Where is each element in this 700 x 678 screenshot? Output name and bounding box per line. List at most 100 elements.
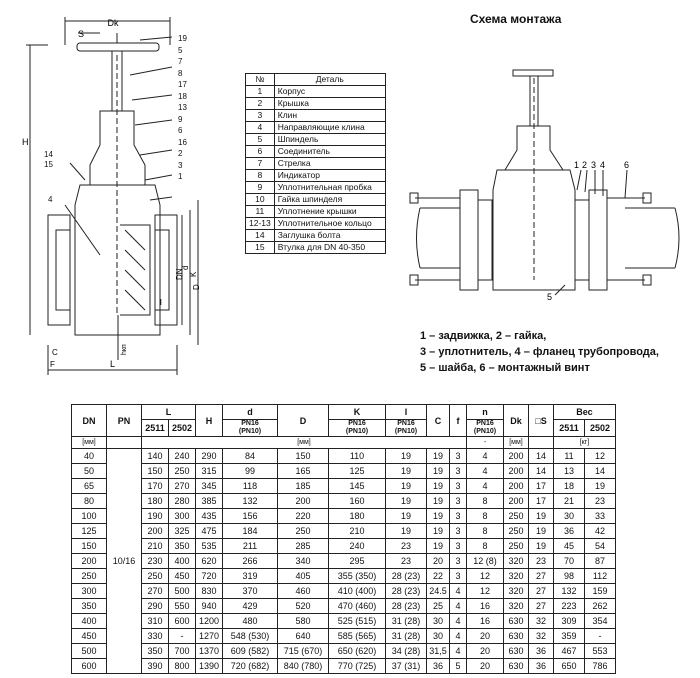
table-cell: 32 (528, 613, 554, 629)
dim-d-big: D (192, 284, 200, 290)
table-cell: 19 (385, 523, 427, 539)
table-cell: 145 (328, 478, 386, 494)
dim-dn: DN (175, 268, 184, 280)
table-cell: 3 (449, 478, 467, 494)
table-cell: 240 (168, 448, 196, 464)
table-cell: 200 (503, 463, 529, 479)
table-cell: 11 (553, 448, 585, 464)
table-cell: 31 (28) (385, 613, 427, 629)
col-s: □S (528, 404, 554, 437)
table-cell: 45 (553, 538, 585, 554)
table-cell: 520 (277, 598, 329, 614)
table-cell: 19 (385, 508, 427, 524)
table-cell: 87 (584, 553, 616, 569)
part-name: Стрелка (273, 157, 386, 170)
table-cell: 12 (466, 568, 504, 584)
install-callout-3: 3 (591, 160, 596, 170)
table-cell: 600 (71, 658, 107, 674)
table-cell: 28 (23) (385, 598, 427, 614)
table-cell: 150 (277, 448, 329, 464)
table-cell: 20 (466, 628, 504, 644)
table-cell: 400 (168, 553, 196, 569)
install-scheme-title: Схема монтажа (470, 12, 562, 26)
table-cell: 5 (449, 658, 467, 674)
col-n-sub: PN16 (PN10) (466, 419, 504, 437)
table-cell: 28 (23) (385, 583, 427, 599)
dim-f: F (50, 360, 55, 369)
dim-hkp: hкп (121, 344, 128, 355)
table-cell: - (584, 628, 616, 644)
table-cell: 4 (466, 478, 504, 494)
table-cell: 500 (168, 583, 196, 599)
table-cell: 470 (460) (328, 598, 386, 614)
table-cell: 23 (584, 493, 616, 509)
callout-number: 13 (178, 103, 187, 112)
table-cell: 36 (528, 658, 554, 674)
table-cell: 42 (584, 523, 616, 539)
table-cell: 12 (8) (466, 553, 504, 569)
install-drawing: 1 2 3 4 6 5 (409, 69, 680, 302)
table-cell: 250 (503, 538, 529, 554)
col-l-small: l (385, 404, 427, 420)
part-number: 15 (245, 241, 275, 254)
table-cell: 350 (71, 598, 107, 614)
table-cell: 99 (222, 463, 278, 479)
table-cell: 223 (553, 598, 585, 614)
table-cell: 19 (528, 508, 554, 524)
table-cell: 290 (195, 448, 223, 464)
table-cell: 31 (28) (385, 628, 427, 644)
table-cell: 180 (328, 508, 386, 524)
table-cell: 315 (195, 463, 223, 479)
install-callout-4: 4 (600, 160, 605, 170)
callout-15: 15 (44, 160, 53, 169)
table-cell: 14 (528, 463, 554, 479)
table-cell: 8 (466, 508, 504, 524)
col-d-small-sub: PN16 (PN10) (222, 419, 278, 437)
table-cell: 13 (553, 463, 585, 479)
col-l-small-sub: PN16 (PN10) (385, 419, 427, 437)
table-cell: 36 (528, 643, 554, 659)
table-cell: 700 (168, 643, 196, 659)
table-cell: 585 (565) (328, 628, 386, 644)
part-number: 9 (245, 181, 275, 194)
table-cell: 19 (426, 493, 450, 509)
table-cell: 405 (277, 568, 329, 584)
table-cell: 54 (584, 538, 616, 554)
table-cell: 12 (584, 448, 616, 464)
table-cell: 295 (328, 553, 386, 569)
table-cell: 30 (426, 613, 450, 629)
part-name: Корпус (273, 85, 386, 98)
table-cell: 320 (503, 598, 529, 614)
table-cell: 19 (426, 463, 450, 479)
table-cell: 156 (222, 508, 278, 524)
table-cell: 150 (141, 463, 169, 479)
table-cell: 185 (277, 478, 329, 494)
table-cell: 467 (553, 643, 585, 659)
part-name: Уплотнительное кольцо (273, 217, 386, 230)
table-cell: 12 (466, 583, 504, 599)
callout-number: 6 (178, 126, 183, 135)
table-cell: 262 (584, 598, 616, 614)
table-cell: 1370 (195, 643, 223, 659)
table-cell: 355 (350) (328, 568, 386, 584)
table-cell: 500 (71, 643, 107, 659)
table-cell: 630 (503, 658, 529, 674)
install-callout-1: 1 (574, 160, 579, 170)
table-cell: 84 (222, 448, 278, 464)
callout-4: 4 (48, 195, 53, 204)
table-cell: 19 (528, 538, 554, 554)
install-callout-2: 2 (582, 160, 587, 170)
table-cell: 310 (141, 613, 169, 629)
table-cell: 580 (277, 613, 329, 629)
col-d-small: d (222, 404, 278, 420)
table-cell: 270 (141, 583, 169, 599)
table-cell: 34 (28) (385, 643, 427, 659)
table-cell: 290 (141, 598, 169, 614)
table-cell: 4 (466, 463, 504, 479)
